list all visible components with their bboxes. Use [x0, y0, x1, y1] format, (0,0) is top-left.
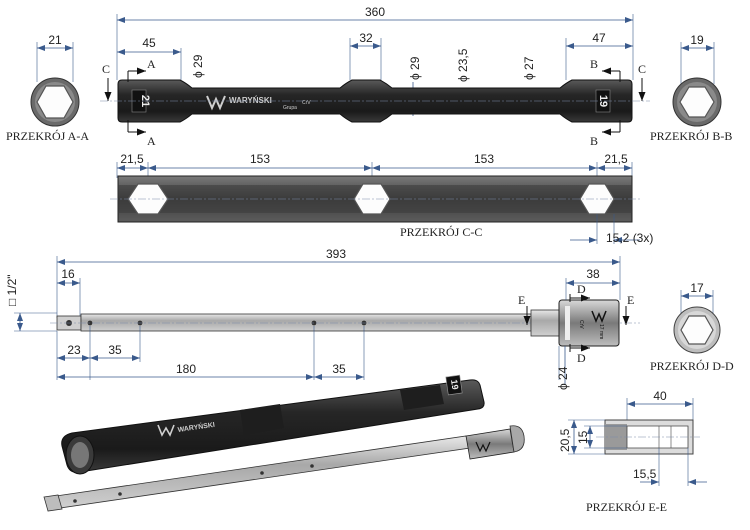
dim-bar-tip: 16 — [61, 267, 75, 281]
section-a-a-label: PRZEKRÓJ A-A — [6, 129, 89, 143]
cut-marker-c-left: C — [102, 62, 110, 76]
section-b-b: 19 PRZEKRÓJ B-B — [650, 33, 732, 143]
size-mark-b: 19 — [597, 95, 609, 107]
dim-section-d-size: 17 — [690, 281, 704, 295]
cut-marker-b-top: B — [590, 57, 598, 71]
wrench-side-view: 360 45 ϕ 29 32 ϕ 29 ϕ 23,5 ϕ 27 47 21 19… — [100, 5, 650, 148]
section-d-d-label: PRZEKRÓJ D-D — [650, 359, 734, 373]
dim-c-span-1: 153 — [250, 152, 270, 166]
dim-e-depth: 40 — [653, 389, 667, 403]
dim-section-a-size: 21 — [48, 33, 62, 47]
socket-3d — [465, 428, 515, 460]
section-c-c: 21,5 153 153 21,5 PRZEKRÓJ C-C 15,2 (3x) — [110, 152, 653, 245]
cut-marker-a-top: A — [147, 57, 156, 71]
dim-bar-first-hole: 23 — [67, 343, 81, 357]
dim-c-right-end: 21,5 — [604, 152, 628, 166]
socket-size-mark: 17 mm — [598, 324, 604, 339]
dim-e-inner: 15 — [576, 430, 590, 444]
section-e-e-label: PRZEKRÓJ E-E — [586, 500, 667, 514]
brand-logo-icon — [206, 95, 226, 111]
dim-overall-length: 360 — [365, 5, 385, 19]
dim-bar-total: 393 — [326, 247, 346, 261]
socket-logo-3d-icon — [475, 441, 491, 453]
dim-bar-second-hole: 35 — [108, 343, 122, 357]
dim-bar-square: □ 1/2" — [5, 274, 19, 306]
dim-end-b-diameter: ϕ 27 — [522, 56, 536, 80]
dim-socket-diameter: ϕ 24 — [556, 366, 570, 390]
cut-marker-e-left: E — [518, 293, 525, 307]
dim-section-b-size: 19 — [690, 33, 704, 47]
dim-c-hex-width: 15,2 (3x) — [606, 231, 653, 245]
dim-middle-diameter: ϕ 29 — [408, 56, 422, 80]
dim-c-span-2: 153 — [474, 152, 494, 166]
size-mark-3d: 19 — [449, 379, 460, 390]
brand-logo-3d-icon — [157, 424, 175, 437]
dim-e-hex-length: 15,5 — [633, 467, 657, 481]
dim-middle-length: 32 — [359, 31, 373, 45]
perspective-illustration: WARYŃSKI 19 — [43, 374, 525, 512]
section-c-c-label: PRZEKRÓJ C-C — [400, 225, 482, 239]
section-e-e: 40 20,5 15 15,5 PRZEKRÓJ E-E — [558, 389, 707, 514]
section-d-d: 17 PRZEKRÓJ D-D — [650, 281, 734, 373]
dim-bar-hole-pitch: 35 — [332, 362, 346, 376]
dim-c-left-end: 21,5 — [120, 152, 144, 166]
dim-end-b-length: 47 — [592, 31, 606, 45]
cut-marker-e-right: E — [627, 293, 634, 307]
extension-bar-view: 393 16 □ 1/2" 17 mm CrV 38 D D — [5, 247, 640, 390]
dim-end-a-length: 45 — [142, 36, 156, 50]
socket-logo-icon — [591, 310, 607, 323]
section-b-b-label: PRZEKRÓJ B-B — [650, 129, 732, 143]
material-mark: CrV — [302, 100, 311, 106]
dim-e-outer: 20,5 — [558, 428, 572, 452]
section-a-a: 21 PRZEKRÓJ A-A — [6, 33, 89, 143]
dim-socket-length: 38 — [586, 267, 600, 281]
dim-body-diameter: ϕ 23,5 — [456, 48, 470, 82]
dim-bar-holes-span: 180 — [176, 362, 196, 376]
dim-end-a-diameter: ϕ 29 — [191, 54, 205, 78]
cut-marker-a-bottom: A — [147, 134, 156, 148]
extension-bar — [80, 313, 532, 332]
brand-tag: Grupa — [283, 105, 297, 111]
cut-marker-c-right: C — [638, 62, 646, 76]
tube-wrench-body — [117, 79, 633, 123]
brand-name: WARYŃSKI — [229, 96, 272, 105]
socket-material-mark: CrV — [578, 320, 584, 329]
cut-marker-d-top: D — [577, 282, 586, 296]
cut-marker-b-bottom: B — [590, 134, 598, 148]
cut-marker-d-bottom: D — [577, 351, 586, 365]
